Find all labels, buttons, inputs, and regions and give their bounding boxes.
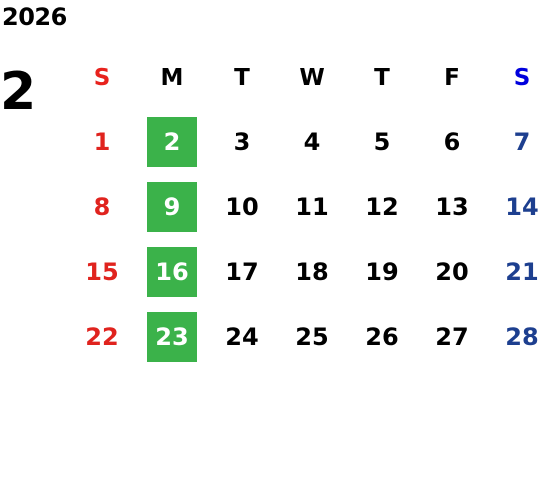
weekday-friday: F xyxy=(444,65,460,91)
week-row-2: 8 9 10 11 12 13 14 xyxy=(67,172,548,237)
day-number: 14 xyxy=(505,193,539,221)
day-cell[interactable]: 22 xyxy=(67,302,137,367)
weekday-tuesday: T xyxy=(234,65,250,91)
day-cell[interactable]: 16 xyxy=(137,237,207,302)
day-number: 19 xyxy=(365,258,399,286)
day-cell[interactable]: 23 xyxy=(137,302,207,367)
day-cell[interactable]: 13 xyxy=(417,172,487,237)
day-number: 6 xyxy=(443,128,461,156)
day-cell[interactable]: 5 xyxy=(347,107,417,172)
day-cell[interactable]: 6 xyxy=(417,107,487,172)
day-number: 4 xyxy=(303,128,321,156)
week-row-1: 1 2 3 4 5 6 7 xyxy=(67,107,548,172)
day-number: 26 xyxy=(365,323,399,351)
day-number: 2 xyxy=(147,117,197,167)
day-number: 23 xyxy=(147,312,197,362)
day-number: 25 xyxy=(295,323,329,351)
week-row-3: 15 16 17 18 19 20 21 xyxy=(67,237,548,302)
calendar-grid: S M T W T F S 1 2 3 4 5 6 7 8 9 10 11 12… xyxy=(67,55,548,367)
weekday-thursday: T xyxy=(374,65,390,91)
day-number: 28 xyxy=(505,323,539,351)
day-cell[interactable]: 7 xyxy=(487,107,548,172)
day-number: 7 xyxy=(513,128,531,156)
day-number: 9 xyxy=(147,182,197,232)
day-cell[interactable]: 15 xyxy=(67,237,137,302)
day-cell[interactable]: 26 xyxy=(347,302,417,367)
day-number: 11 xyxy=(295,193,329,221)
day-number: 12 xyxy=(365,193,399,221)
weekday-sunday: S xyxy=(93,65,111,91)
day-cell[interactable]: 20 xyxy=(417,237,487,302)
day-number: 24 xyxy=(225,323,259,351)
day-number: 17 xyxy=(225,258,259,286)
day-cell[interactable]: 12 xyxy=(347,172,417,237)
day-number: 21 xyxy=(505,258,539,286)
day-number: 22 xyxy=(85,323,119,351)
day-cell[interactable]: 9 xyxy=(137,172,207,237)
day-cell[interactable]: 24 xyxy=(207,302,277,367)
month-number: 2 xyxy=(0,62,37,122)
day-cell[interactable]: 4 xyxy=(277,107,347,172)
day-cell[interactable]: 8 xyxy=(67,172,137,237)
day-number: 10 xyxy=(225,193,259,221)
day-number: 1 xyxy=(93,128,111,156)
day-number: 3 xyxy=(233,128,251,156)
day-number: 20 xyxy=(435,258,469,286)
day-cell[interactable]: 27 xyxy=(417,302,487,367)
day-cell[interactable]: 21 xyxy=(487,237,548,302)
day-number: 16 xyxy=(147,247,197,297)
day-cell[interactable]: 14 xyxy=(487,172,548,237)
day-cell[interactable]: 18 xyxy=(277,237,347,302)
day-cell[interactable]: 3 xyxy=(207,107,277,172)
year-label: 2026 xyxy=(2,3,67,31)
weekday-wednesday: W xyxy=(299,65,325,91)
weekday-monday: M xyxy=(160,65,184,91)
day-number: 15 xyxy=(85,258,119,286)
day-cell[interactable]: 1 xyxy=(67,107,137,172)
day-cell[interactable]: 28 xyxy=(487,302,548,367)
day-cell[interactable]: 2 xyxy=(137,107,207,172)
day-cell[interactable]: 17 xyxy=(207,237,277,302)
day-number: 27 xyxy=(435,323,469,351)
day-cell[interactable]: 25 xyxy=(277,302,347,367)
day-number: 13 xyxy=(435,193,469,221)
weekday-saturday: S xyxy=(513,65,531,91)
day-cell[interactable]: 10 xyxy=(207,172,277,237)
week-row-4: 22 23 24 25 26 27 28 xyxy=(67,302,548,367)
day-cell[interactable]: 11 xyxy=(277,172,347,237)
day-cell[interactable]: 19 xyxy=(347,237,417,302)
day-number: 8 xyxy=(93,193,111,221)
weekday-header-row: S M T W T F S xyxy=(67,55,548,107)
day-number: 5 xyxy=(373,128,391,156)
day-number: 18 xyxy=(295,258,329,286)
